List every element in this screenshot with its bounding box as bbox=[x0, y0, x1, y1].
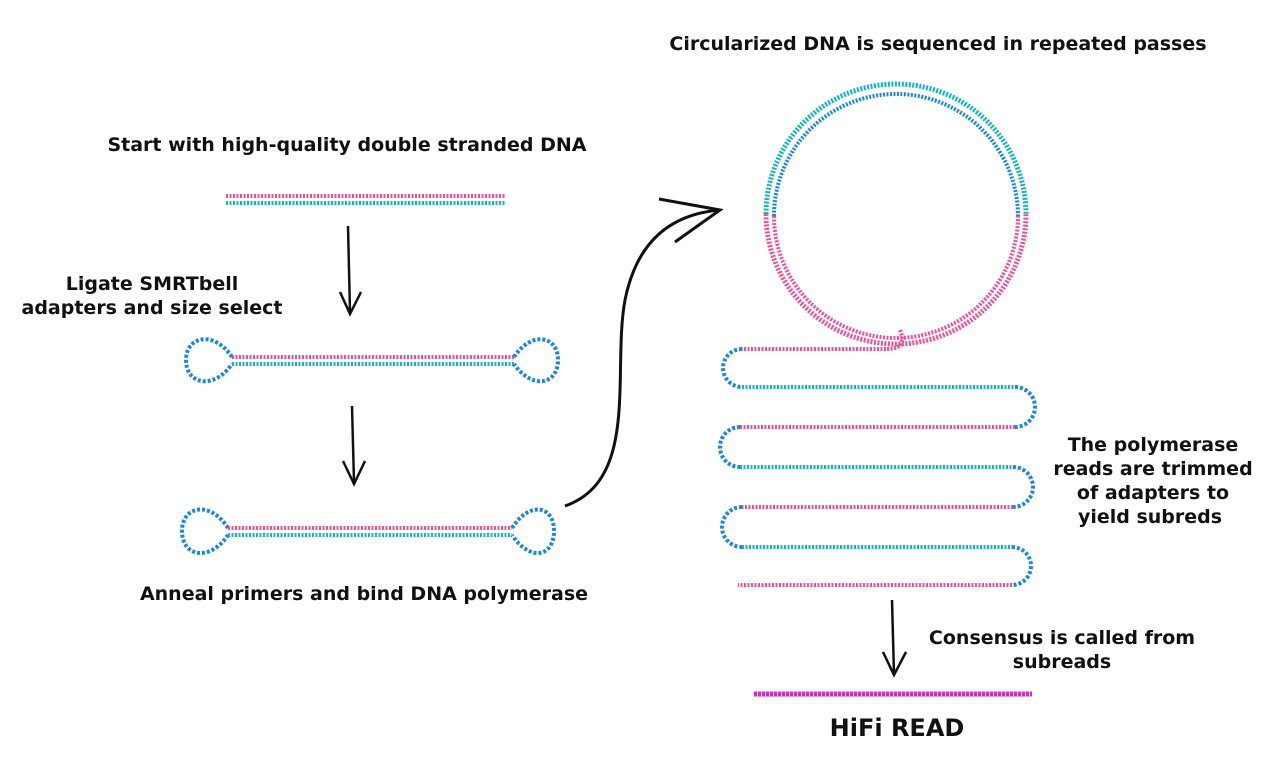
curved-arrow-shaft bbox=[564, 208, 721, 508]
subread-turn-3 bbox=[718, 425, 741, 469]
label-polymerase-line2: reads are trimmed bbox=[1053, 458, 1252, 480]
label-start: Start with high-quality double stranded … bbox=[107, 134, 586, 156]
subread-turn-4 bbox=[1012, 465, 1035, 509]
label-ligate-line2: adapters and size select bbox=[22, 297, 283, 319]
label-hifi-read: HiFi READ bbox=[830, 714, 965, 742]
subread-turn-2 bbox=[1014, 385, 1037, 429]
label-consensus-line2: subreads bbox=[1013, 651, 1111, 673]
subread-turn-6 bbox=[1011, 545, 1033, 587]
circular-dna bbox=[763, 81, 1029, 347]
subread-turn-1 bbox=[721, 347, 743, 389]
label-polymerase-line3: of adapters to bbox=[1077, 482, 1229, 504]
down-arrow-2-head bbox=[341, 460, 367, 487]
curved-arrow-head bbox=[658, 197, 724, 244]
down-arrow-1-head bbox=[338, 291, 363, 317]
subreads-serpentine bbox=[718, 329, 1037, 587]
label-anneal: Anneal primers and bind DNA polymerase bbox=[140, 583, 588, 605]
subread-turn-5 bbox=[720, 505, 743, 549]
label-consensus-line1: Consensus is called from bbox=[929, 627, 1195, 649]
down-arrow-3-shaft bbox=[890, 599, 896, 675]
smrtbell-molecule bbox=[183, 337, 561, 384]
primed-left-hairpin bbox=[179, 507, 230, 555]
circle-inner-pink-arc bbox=[772, 215, 1020, 340]
label-ligate-line1: Ligate SMRTbell bbox=[66, 273, 238, 295]
dsdna-molecule bbox=[226, 194, 505, 205]
down-arrow-1-shaft bbox=[346, 225, 352, 313]
label-polymerase-line1: The polymerase bbox=[1068, 434, 1239, 456]
circle-outer-pink-arc bbox=[763, 213, 1029, 347]
primed-right-hairpin bbox=[510, 507, 557, 555]
circle-outer-teal-arc bbox=[763, 81, 1029, 215]
subread-connector bbox=[885, 329, 905, 351]
circle-inner-blue-arc bbox=[772, 92, 1020, 217]
smrtbell-left-hairpin bbox=[183, 337, 234, 384]
label-polymerase-line4: yield subreds bbox=[1078, 506, 1222, 528]
primed-smrtbell-molecule bbox=[179, 507, 557, 555]
label-circularized: Circularized DNA is sequenced in repeate… bbox=[669, 33, 1206, 55]
smrtbell-right-hairpin bbox=[512, 337, 561, 384]
down-arrow-3-head bbox=[881, 651, 908, 678]
down-arrow-2-shaft bbox=[350, 405, 356, 483]
